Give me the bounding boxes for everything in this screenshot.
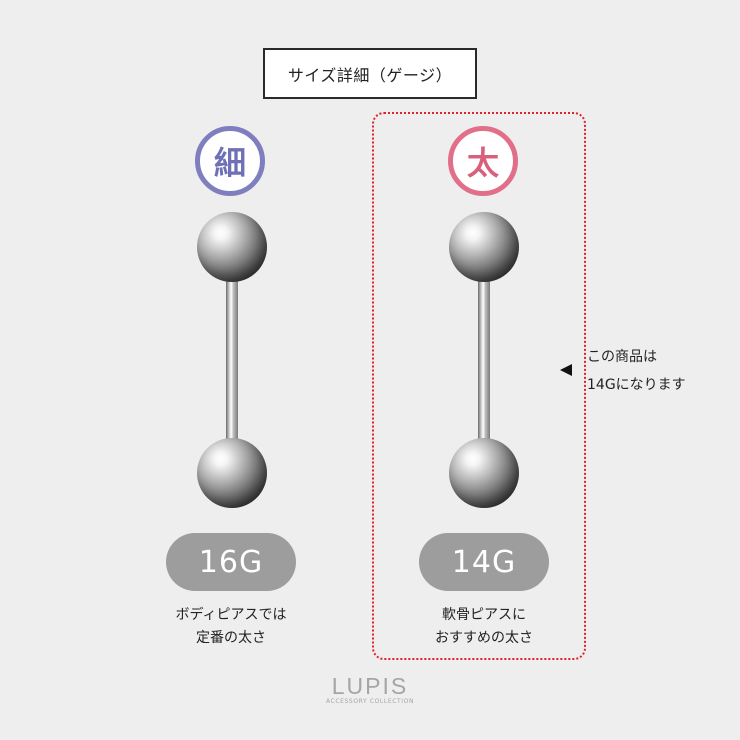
barbell-16g-image <box>192 208 272 508</box>
page-title-text: サイズ詳細（ゲージ） <box>287 65 453 85</box>
product-note-line1: この商品は <box>587 349 657 365</box>
barbell-ball-top <box>197 212 267 282</box>
caption-16g: ボディピアスでは 定番の太さ <box>131 604 331 650</box>
barbell-shaft <box>226 278 238 448</box>
brand-name: LUPIS <box>331 673 409 699</box>
gauge-14g-text: 14G <box>451 544 517 580</box>
brand-logo: LUPIS ACCESSORY COLLECTION <box>300 674 440 706</box>
gauge-16g-label: 16G <box>166 533 296 591</box>
product-note: この商品は 14Gになります <box>560 343 730 399</box>
barbell-shaft <box>478 278 490 448</box>
thin-badge: 細 <box>195 126 265 196</box>
thick-badge-label: 太 <box>466 144 499 182</box>
thick-badge: 太 <box>448 126 518 196</box>
barbell-14g-image <box>444 208 524 508</box>
caption-14g-line1: 軟骨ピアスに <box>442 607 526 623</box>
thin-badge-label: 細 <box>213 144 246 182</box>
page-title: サイズ詳細（ゲージ） <box>263 48 477 99</box>
product-note-line2: 14Gになります <box>587 377 686 393</box>
caption-14g-line2: おすすめの太さ <box>435 630 533 646</box>
gauge-14g-label: 14G <box>419 533 549 591</box>
gauge-16g-text: 16G <box>198 544 264 580</box>
caption-16g-line2: 定番の太さ <box>196 630 266 646</box>
barbell-ball-top <box>449 212 519 282</box>
barbell-ball-bottom <box>197 438 267 508</box>
selected-option-highlight <box>372 112 586 660</box>
barbell-ball-bottom <box>449 438 519 508</box>
caption-16g-line1: ボディピアスでは <box>175 607 287 623</box>
caption-14g: 軟骨ピアスに おすすめの太さ <box>384 604 584 650</box>
brand-tagline: ACCESSORY COLLECTION <box>325 698 415 705</box>
arrow-left-icon <box>560 364 572 376</box>
